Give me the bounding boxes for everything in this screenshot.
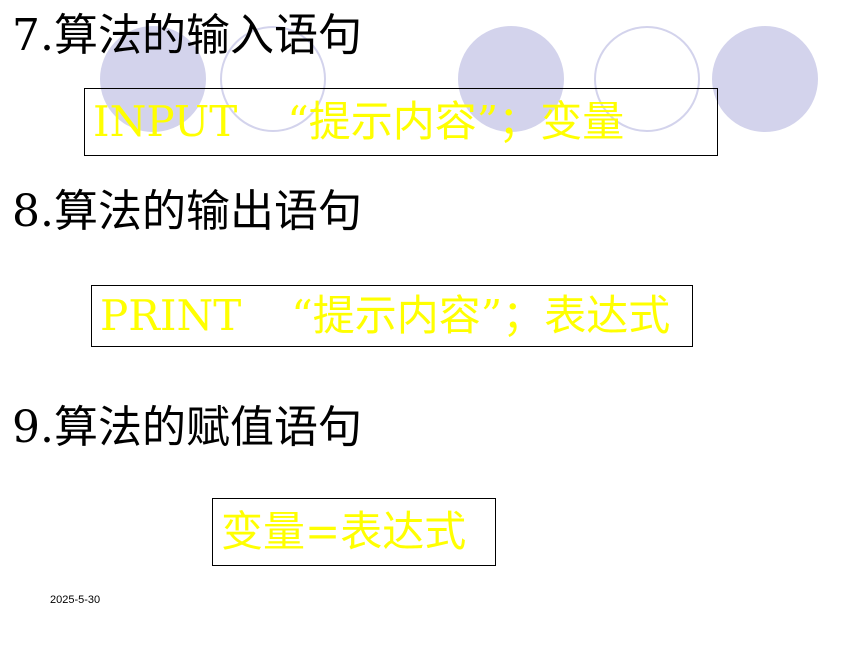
decor-circle-1: [100, 26, 206, 132]
decor-circle-4: [594, 26, 700, 132]
decor-circle-5: [712, 26, 818, 132]
input-syntax-box: INPUT “提示内容”；变量: [84, 88, 718, 156]
input-syntax-rest: “提示内容”；变量: [287, 97, 625, 146]
heading-assignment-statement: 9.算法的赋值语句: [12, 402, 362, 453]
decor-circle-3: [458, 26, 564, 132]
assignment-syntax: 变量=表达式: [221, 507, 467, 556]
input-keyword: INPUT: [93, 97, 238, 146]
heading-output-statement: 8.算法的输出语句: [12, 186, 362, 237]
decor-circle-2: [220, 26, 326, 132]
footer-date: 2025-5-30: [50, 594, 101, 606]
output-syntax-box: PRINT “提示内容”；表达式: [91, 285, 693, 347]
output-syntax-rest: “提示内容”；表达式: [291, 291, 671, 340]
assignment-syntax-box: 变量=表达式: [212, 498, 496, 566]
output-keyword: PRINT: [100, 291, 242, 340]
heading-input-statement: 7.算法的输入语句: [12, 10, 362, 61]
